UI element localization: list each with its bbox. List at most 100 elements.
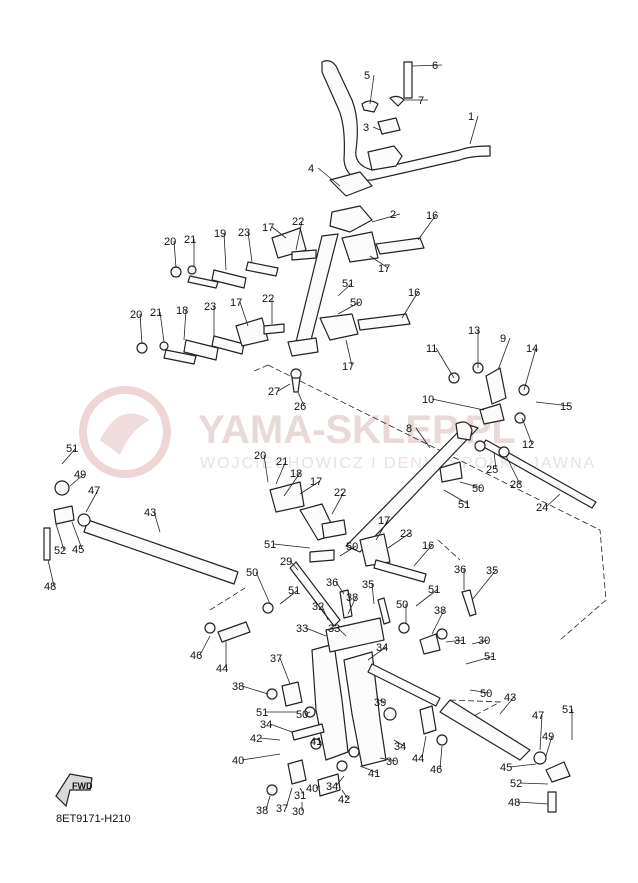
callout-number: 15 — [560, 401, 572, 413]
callout-number: 50 — [396, 599, 408, 611]
callout-number: 51 — [342, 278, 354, 290]
callout-number: 51 — [66, 443, 78, 455]
callout-leader — [55, 523, 65, 551]
callout-number: 52 — [54, 545, 66, 557]
callout-number: 8 — [406, 423, 412, 435]
callout-number: 35 — [486, 565, 498, 577]
callout-number: 10 — [422, 394, 434, 406]
callout-number: 51 — [458, 499, 470, 511]
callout-leader — [331, 491, 345, 515]
callout-leader — [269, 723, 293, 733]
callout-number: 23 — [400, 528, 412, 540]
callout-number: 50 — [346, 541, 358, 553]
callout-leader — [337, 627, 347, 637]
callout-leader — [401, 291, 419, 319]
callout-number: 6 — [432, 60, 438, 72]
callout-leader — [305, 627, 327, 637]
callout-leader — [379, 757, 397, 762]
callout-leader — [69, 473, 85, 487]
callout-leader — [279, 657, 291, 685]
callout-number: 43 — [144, 507, 156, 519]
callout-leader — [247, 231, 253, 263]
callout-leader — [265, 795, 271, 811]
callout-leader — [173, 240, 177, 269]
callout-number: 48 — [44, 581, 56, 593]
callout-leader — [372, 126, 381, 131]
callout-number: 34 — [376, 642, 388, 654]
callout-number: 17 — [378, 263, 390, 275]
callout-leader — [411, 64, 443, 67]
callout-number: 42 — [250, 733, 262, 745]
callout-leader — [335, 775, 345, 787]
callout-number: 33 — [328, 623, 340, 635]
callout-leader — [545, 493, 561, 508]
callout-number: 22 — [334, 487, 346, 499]
callout-leader — [271, 226, 287, 239]
callout-leader — [255, 571, 271, 605]
callout-leader — [471, 569, 497, 601]
callout-leader — [459, 481, 483, 489]
callout-leader — [517, 801, 549, 805]
callout-leader — [159, 311, 165, 343]
callout-number: 35 — [362, 579, 374, 591]
callout-number: 51 — [562, 704, 574, 716]
callout-number: 50 — [480, 688, 492, 700]
callout-number: 5 — [364, 70, 370, 82]
callout-leader — [279, 589, 299, 605]
callout-leader — [339, 545, 357, 557]
callout-number: 21 — [150, 307, 162, 319]
callout-leader — [493, 451, 497, 470]
callout-number: 50 — [472, 483, 484, 495]
callout-leader — [263, 454, 269, 483]
upper-clamp — [329, 61, 413, 197]
callout-leader — [521, 417, 533, 445]
callout-leader — [277, 383, 291, 392]
callout-leader — [289, 560, 299, 571]
callout-leader — [539, 714, 543, 751]
callout-number: 41 — [310, 736, 322, 748]
callout-number: 17 — [342, 361, 354, 373]
callout-number: 30 — [386, 756, 398, 768]
callout-number: 21 — [184, 234, 196, 246]
lower-linkage — [204, 561, 477, 797]
callout-number: 16 — [426, 210, 438, 222]
callout-number: 52 — [510, 778, 522, 790]
callout-number: 51 — [256, 707, 268, 719]
callout-number: 20 — [130, 309, 142, 321]
callout-number: 22 — [292, 216, 304, 228]
callout-leader — [297, 391, 305, 407]
callout-leader — [337, 282, 353, 297]
callout-number: 49 — [74, 469, 86, 481]
callout-leader — [435, 347, 455, 379]
callout-number: 16 — [422, 540, 434, 552]
callout-number: 17 — [262, 222, 274, 234]
callout-number: 46 — [190, 650, 202, 662]
callout-number: 42 — [338, 794, 350, 806]
callout-leader — [341, 789, 349, 800]
callout-leader — [359, 765, 379, 774]
callout-leader — [443, 489, 469, 505]
callout-leader — [347, 596, 357, 615]
reference-lines — [209, 364, 607, 719]
callout-leader — [469, 115, 479, 145]
callout-number: 17 — [230, 297, 242, 309]
callout-number: 31 — [294, 790, 306, 802]
callout-leader — [317, 737, 321, 742]
callout-number: 40 — [232, 755, 244, 767]
fwd-arrow-icon: FWD — [55, 773, 93, 808]
callout-leader — [299, 787, 305, 796]
callout-number: 50 — [350, 297, 362, 309]
callout-number: 2 — [390, 209, 396, 221]
callout-number: 48 — [508, 797, 520, 809]
callout-number: 18 — [290, 468, 302, 480]
callout-leader — [345, 339, 353, 367]
callout-leader — [275, 460, 287, 485]
callout-number: 28 — [510, 479, 522, 491]
callout-leader — [183, 309, 187, 341]
callout-leader — [369, 255, 389, 269]
callout-leader — [387, 532, 411, 549]
callout-number: 11 — [426, 343, 437, 355]
callout-number: 1 — [468, 111, 474, 123]
callout-leader — [421, 735, 427, 759]
callout-number: 51 — [428, 584, 440, 596]
